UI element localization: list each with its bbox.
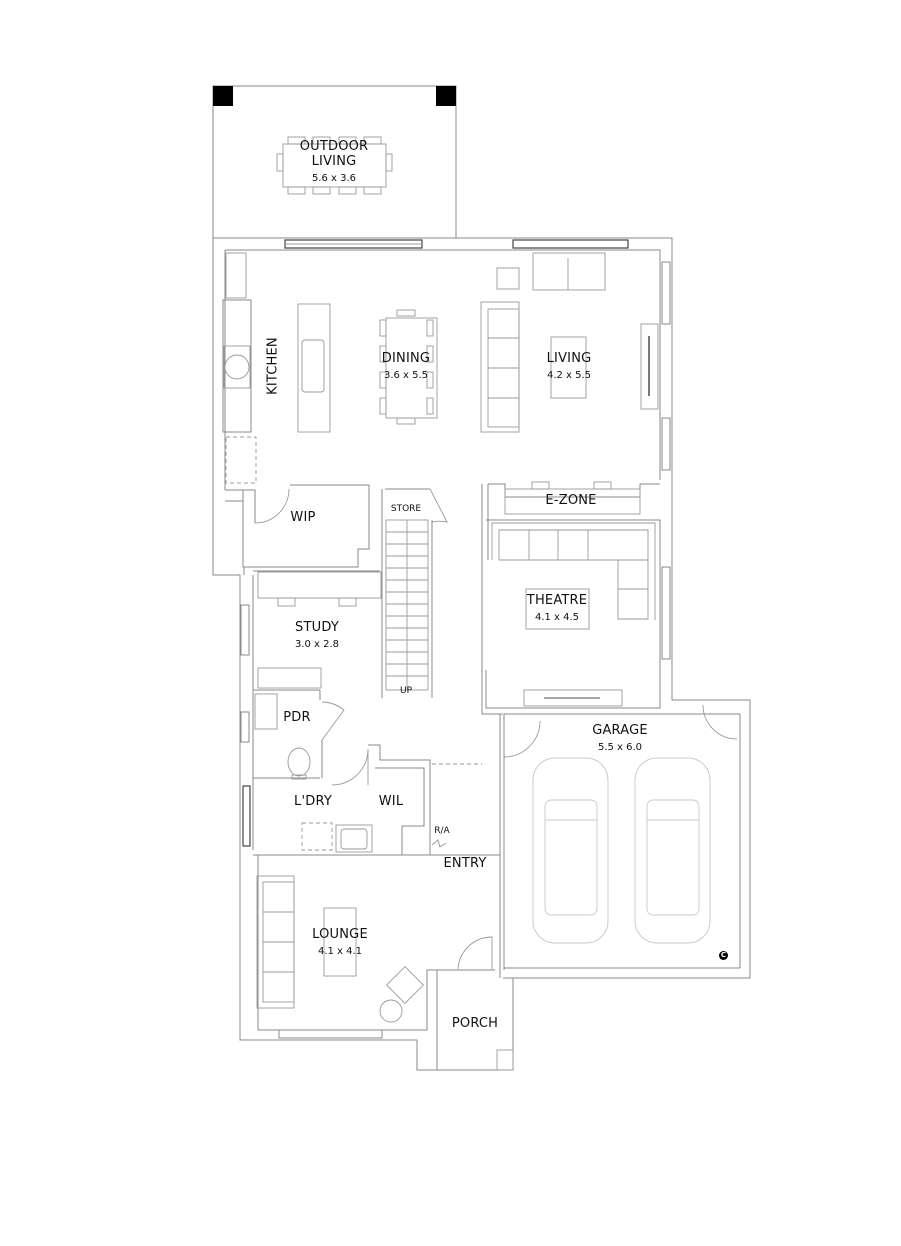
room-label-ldry: L'DRY — [294, 794, 332, 809]
staircase — [385, 519, 429, 691]
return-air-label: R/A — [434, 826, 450, 836]
return-air-symbol — [431, 839, 447, 848]
kitchen-fixtures — [222, 252, 331, 484]
living-furniture — [480, 252, 659, 433]
room-label-wip: WIP — [290, 510, 316, 525]
garage-cars — [532, 757, 711, 944]
room-label-porch: PORCH — [451, 1016, 499, 1031]
room-label-store: STORE — [390, 504, 422, 514]
room-label-theatre: THEATRE 4.1 x 4.5 — [526, 593, 588, 623]
garage-c-symbol-icon: C — [719, 951, 728, 960]
post-right — [436, 86, 456, 106]
room-label-living: LIVING 4.2 x 5.5 — [546, 351, 592, 381]
room-label-kitchen: KITCHEN — [265, 337, 281, 395]
room-label-pdr: PDR — [283, 710, 311, 725]
lounge-furniture — [256, 875, 425, 1023]
room-label-lounge: LOUNGE 4.1 x 4.1 — [312, 927, 368, 957]
room-label-wil: WIL — [378, 794, 404, 809]
interior-walls — [225, 483, 741, 1071]
doors — [254, 488, 738, 970]
dining-table — [379, 309, 438, 425]
stair-up-label: UP — [399, 686, 413, 696]
room-label-garage: GARAGE 5.5 x 6.0 — [592, 723, 648, 753]
post-left — [213, 86, 233, 106]
room-label-entry: ENTRY — [443, 856, 487, 871]
room-label-dining: DINING 3.6 x 5.5 — [381, 351, 431, 381]
room-label-study: STUDY 3.0 x 2.8 — [294, 620, 340, 650]
study-laundry-fixtures — [254, 571, 382, 853]
room-label-ezone: E-ZONE — [545, 493, 597, 508]
room-label-outdoor-living: OUTDOOR LIVING 5.6 x 3.6 — [299, 139, 369, 184]
theatre-furniture — [491, 481, 656, 707]
